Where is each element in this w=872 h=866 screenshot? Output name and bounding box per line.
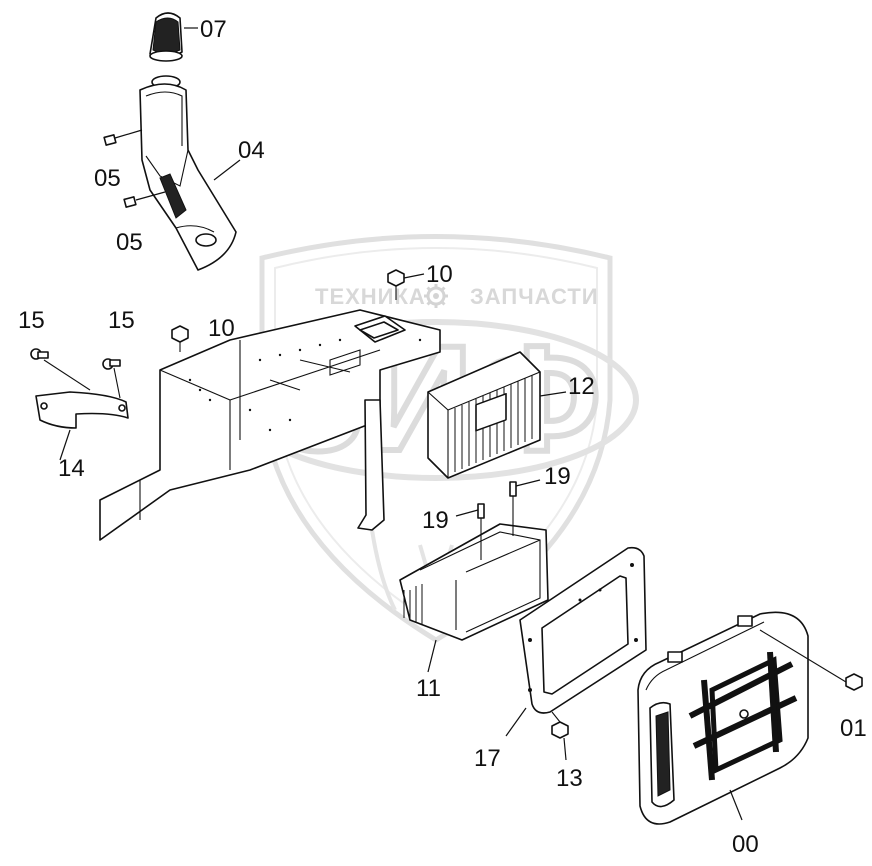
part-10-bolt-right — [387, 269, 425, 300]
watermark-right-text: ЗАПЧАСТИ — [470, 284, 599, 309]
callout-14: 14 — [58, 455, 85, 482]
callout-17: 17 — [474, 745, 501, 772]
main-frame — [99, 309, 441, 541]
callout-07: 07 — [200, 16, 227, 43]
part-15-screws — [30, 348, 121, 399]
part-04-lever-housing — [139, 83, 241, 271]
part-11-duct-box — [399, 392, 549, 673]
callout-13: 13 — [556, 765, 583, 792]
part-05-screw-lower — [123, 191, 166, 208]
callout-01: 01 — [840, 715, 867, 742]
part-00-cover — [637, 611, 809, 825]
callout-11: 11 — [416, 675, 441, 702]
watermark-shield — [259, 234, 613, 643]
callout-10-right: 10 — [426, 261, 453, 288]
part-14-clamp — [35, 391, 129, 461]
part-05-screw-upper — [103, 129, 143, 146]
callout-19-right: 19 — [544, 463, 571, 490]
part-07-knob — [149, 12, 198, 89]
callout-19-left: 19 — [422, 507, 449, 534]
callout-05-upper: 05 — [94, 165, 121, 192]
callout-10-left: 10 — [208, 315, 235, 342]
callout-05-lower: 05 — [116, 229, 143, 256]
part-10-bolt-left — [171, 325, 189, 352]
callout-12: 12 — [568, 373, 595, 400]
part-13-screw — [551, 711, 569, 761]
callout-04: 04 — [238, 137, 265, 164]
part-01-screw — [759, 629, 863, 691]
watermark-left-text: ТЕХНИКА — [315, 284, 426, 309]
part-19-fittings — [455, 479, 541, 560]
callout-15-left: 15 — [18, 307, 45, 334]
gear-icon — [424, 284, 448, 308]
callout-15-right: 15 — [108, 307, 135, 334]
part-17-gasket — [505, 546, 647, 737]
callout-00: 00 — [732, 831, 759, 858]
watermark-shield-inner — [274, 247, 598, 627]
